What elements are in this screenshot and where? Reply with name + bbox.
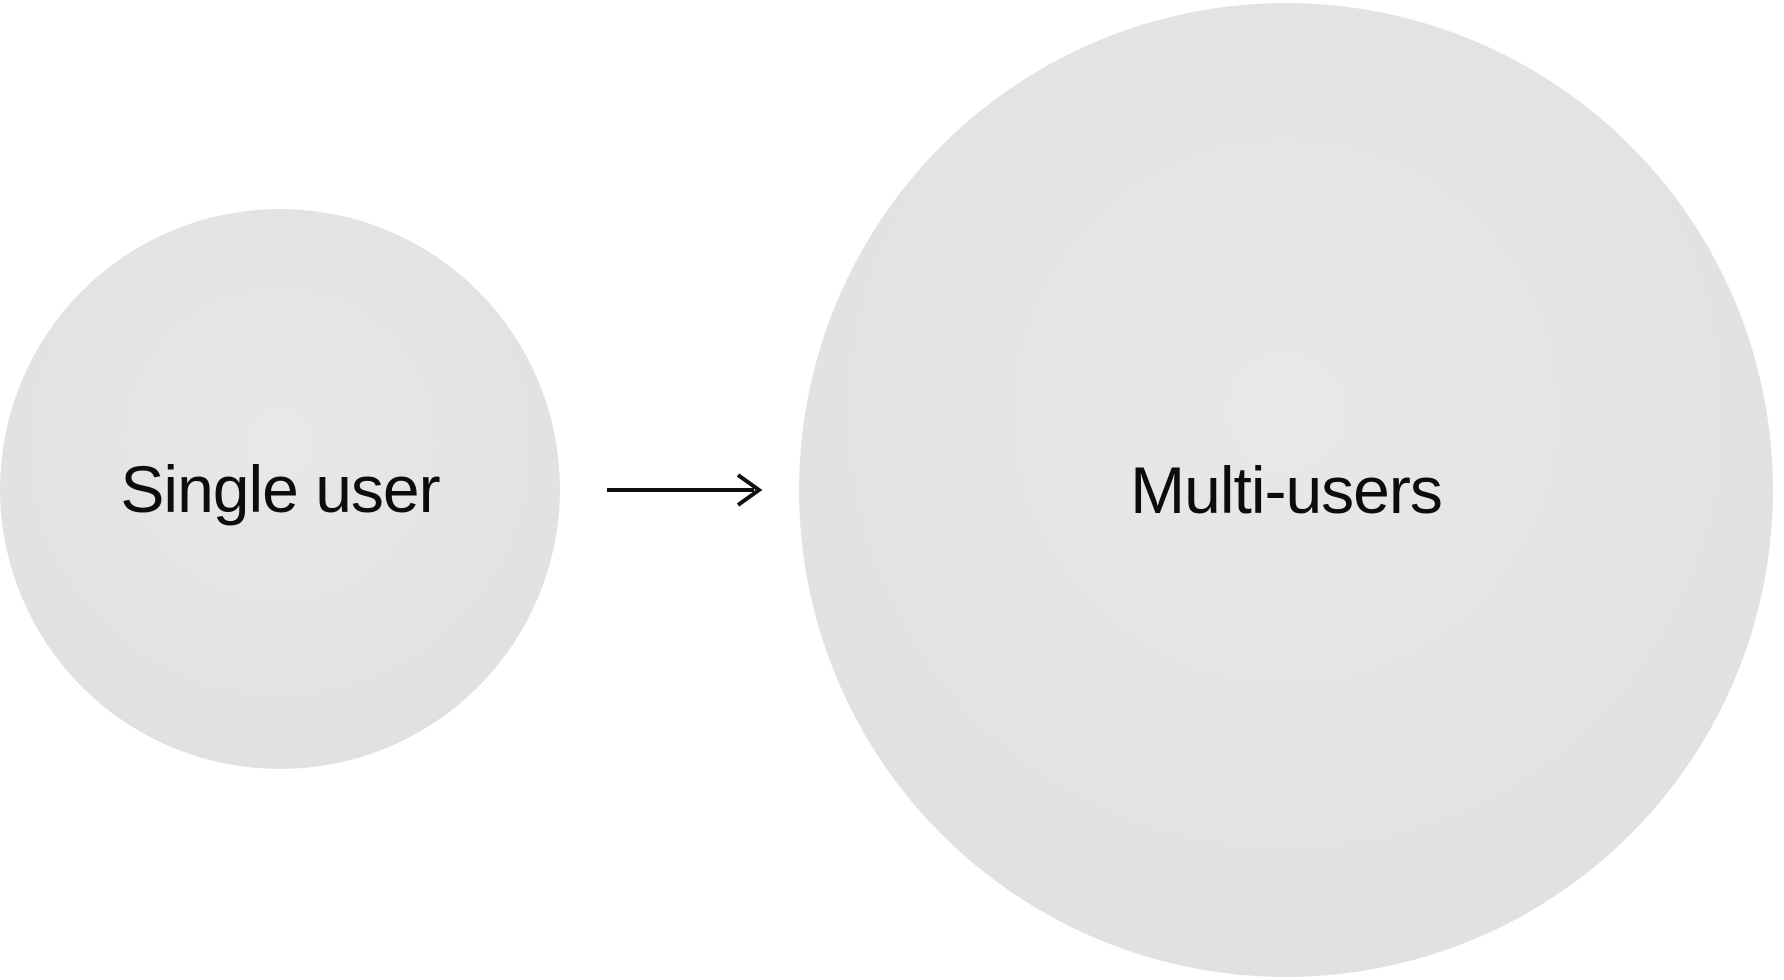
single-user-label: Single user xyxy=(120,452,440,526)
right-arrow-icon xyxy=(603,469,765,511)
node-single-user: Single user xyxy=(0,209,560,769)
multi-users-label: Multi-users xyxy=(1130,453,1443,527)
node-multi-users: Multi-users xyxy=(799,3,1773,977)
